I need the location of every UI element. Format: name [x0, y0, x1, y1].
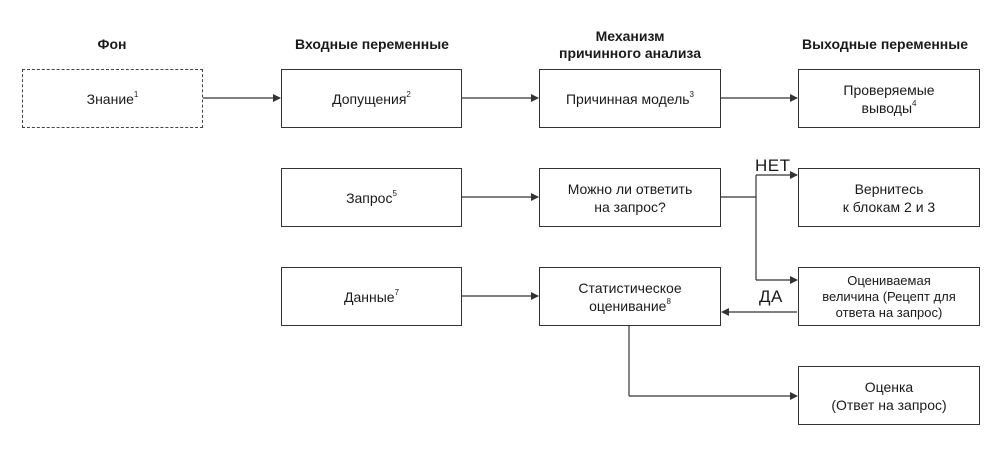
testable-line1: Проверяемые — [843, 81, 935, 98]
box-testable-label: Проверяемые выводы4 — [843, 81, 934, 117]
estimation-footnote: 8 — [666, 296, 671, 306]
box-assumptions-label: Допущения2 — [332, 90, 411, 108]
box-knowledge-label: Знание1 — [87, 90, 139, 108]
header-background: Фон — [62, 36, 162, 53]
header-engine-line2: причинного анализа — [559, 45, 701, 61]
query-footnote: 5 — [392, 188, 397, 198]
box-causal-model-label: Причинная модель3 — [566, 90, 694, 108]
return-line2: к блокам 2 и 3 — [842, 198, 936, 215]
box-data: Данные7 — [281, 267, 462, 326]
causal-model-footnote: 3 — [689, 89, 694, 99]
box-data-label: Данные7 — [344, 288, 399, 306]
estimand-line1: Оцениваемая — [847, 272, 931, 288]
testable-footnote: 4 — [912, 98, 917, 108]
knowledge-text: Знание — [86, 90, 134, 107]
header-engine-line1: Механизм — [595, 28, 665, 44]
estimand-line2: величина (Рецепт для — [822, 288, 956, 304]
box-estimate-label: Оценка (Ответ на запрос) — [831, 378, 946, 414]
data-footnote: 7 — [394, 287, 400, 297]
box-return-label: Вернитесь к блокам 2 и 3 — [843, 180, 935, 216]
data-text: Данные — [343, 288, 395, 305]
box-causal-model: Причинная модель3 — [539, 69, 721, 128]
estimand-line3: ответа на запрос) — [835, 304, 943, 320]
box-assumptions: Допущения2 — [281, 69, 462, 128]
box-knowledge: Знание1 — [22, 69, 203, 128]
estimate-line2: (Ответ на запрос) — [831, 396, 947, 413]
box-statistical-estimation: Статистическое оценивание8 — [539, 267, 721, 326]
box-return-to-blocks: Вернитесь к блокам 2 и 3 — [798, 168, 980, 227]
header-engine: Механизм причинного анализа — [525, 28, 735, 62]
assumptions-text: Допущения — [332, 90, 407, 107]
testable-line2: выводы — [861, 99, 913, 116]
header-inputs: Входные переменные — [262, 36, 482, 53]
estimation-line2: оценивание — [589, 297, 667, 314]
can-answer-line2: на запрос? — [594, 198, 666, 215]
box-estimate: Оценка (Ответ на запрос) — [798, 366, 980, 425]
knowledge-footnote: 1 — [133, 89, 139, 99]
box-can-answer-label: Можно ли ответить на запрос? — [568, 180, 693, 216]
header-background-text: Фон — [97, 36, 127, 52]
header-outputs: Выходные переменные — [780, 36, 990, 53]
assumptions-footnote: 2 — [406, 89, 411, 99]
box-can-answer: Можно ли ответить на запрос? — [539, 168, 721, 227]
box-query-label: Запрос5 — [346, 189, 397, 207]
box-estimand-label: Оцениваемая величина (Рецепт для ответа … — [822, 273, 955, 321]
header-inputs-text: Входные переменные — [295, 36, 449, 52]
estimation-line1: Статистическое — [578, 279, 682, 296]
causal-model-text: Причинная модель — [565, 90, 690, 107]
can-answer-line1: Можно ли ответить — [567, 180, 693, 197]
header-outputs-text: Выходные переменные — [801, 36, 969, 52]
box-testable-implications: Проверяемые выводы4 — [798, 69, 980, 128]
label-no: НЕТ — [755, 156, 791, 175]
box-estimand: Оцениваемая величина (Рецепт для ответа … — [798, 267, 980, 326]
return-line1: Вернитесь — [854, 180, 924, 197]
box-query: Запрос5 — [281, 168, 462, 227]
box-estimation-label: Статистическое оценивание8 — [578, 279, 681, 315]
label-yes: ДА — [759, 287, 783, 306]
query-text: Запрос — [346, 189, 393, 206]
estimate-line1: Оценка — [864, 378, 914, 395]
